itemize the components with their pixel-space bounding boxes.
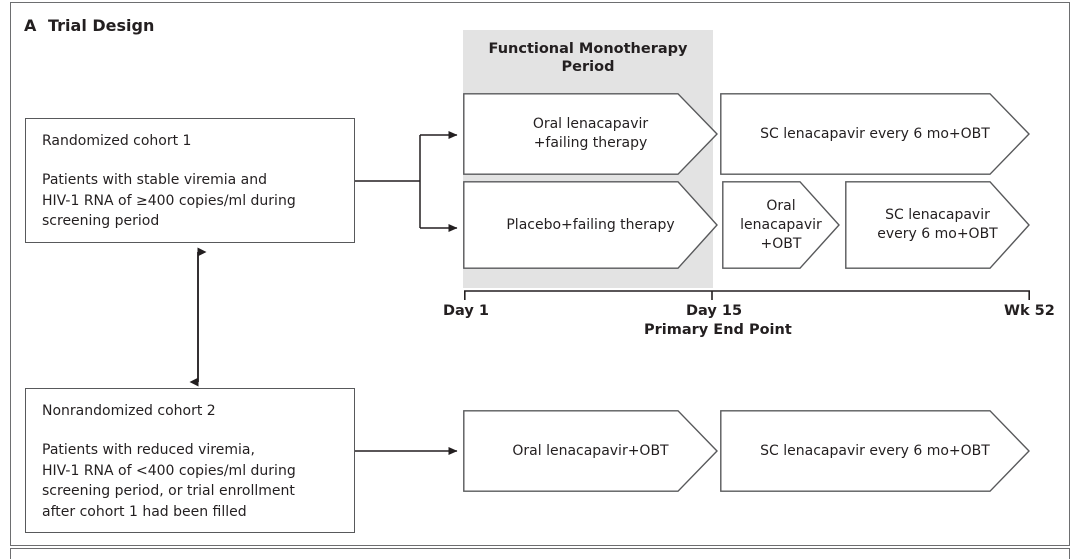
primary-end-point-annotation: Primary End Point xyxy=(644,322,792,338)
figure-frame-footer xyxy=(10,548,1070,559)
axis-tick-day-1: Day 1 xyxy=(443,303,489,319)
panel-letter: A xyxy=(24,16,37,35)
cohort-2-heading: Nonrandomized cohort 2 xyxy=(42,403,216,419)
cohort-2-box: Nonrandomized cohort 2 Patients with red… xyxy=(25,388,355,533)
axis-tick-wk-52: Wk 52 xyxy=(1004,303,1055,319)
axis-tick-day-15: Day 15 xyxy=(686,303,743,319)
cohort-1-heading: Randomized cohort 1 xyxy=(42,133,192,149)
page-title: Trial Design xyxy=(48,16,155,35)
cohort-1-box: Randomized cohort 1 Patients with stable… xyxy=(25,118,355,243)
functional-monotherapy-label: Functional Monotherapy Period xyxy=(488,41,688,75)
cohort-1-criteria: Patients with stable viremia and HIV-1 R… xyxy=(42,172,296,229)
cohort-1-branch-connector xyxy=(355,131,458,232)
cohort-2-criteria: Patients with reduced viremia, HIV-1 RNA… xyxy=(42,442,296,520)
